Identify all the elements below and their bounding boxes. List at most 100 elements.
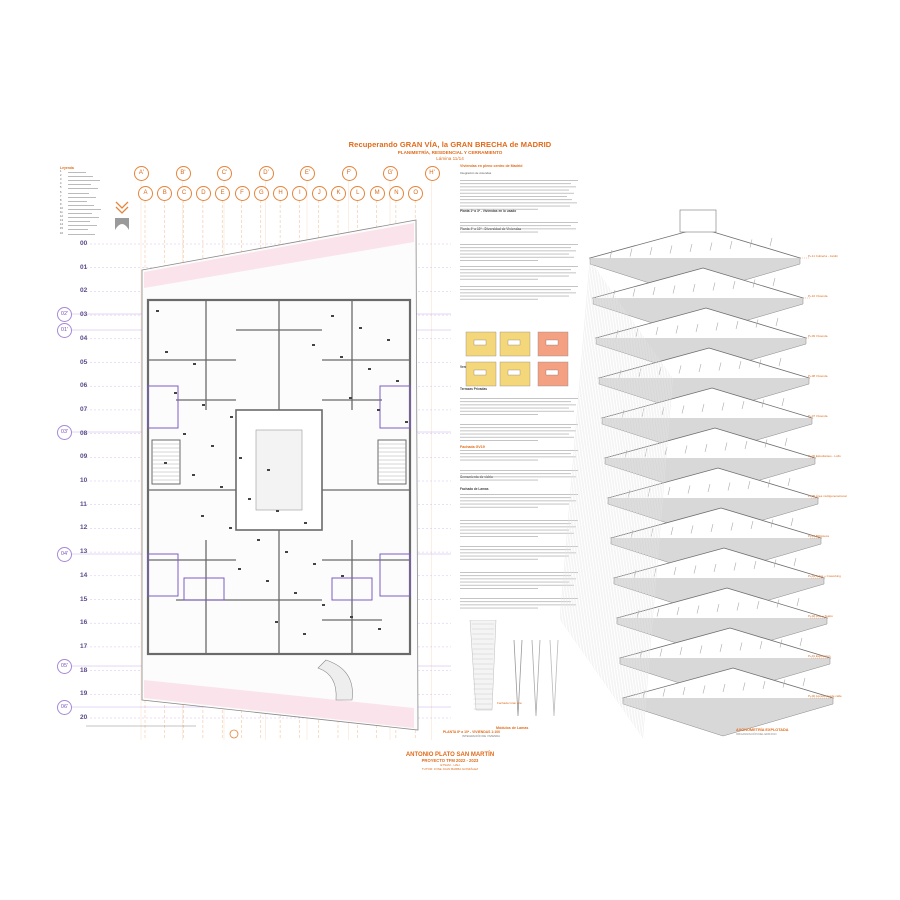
text-line — [460, 555, 569, 557]
furniture-mark — [405, 421, 408, 423]
facade-lattice — [613, 335, 644, 697]
axonometry-partition — [730, 522, 734, 531]
facade-lattice — [603, 321, 634, 683]
grid-bubble-row: 02' — [57, 307, 72, 322]
axonometry-partition — [790, 517, 794, 527]
facade-lattice — [592, 305, 623, 667]
grid-row-number: 12 — [80, 524, 88, 532]
furniture-mark — [257, 539, 260, 541]
north-arrow-icon — [115, 201, 129, 230]
facade-lattice — [621, 347, 652, 709]
axonometry-level-label: P+06 Estudiantes - Lofts — [808, 454, 841, 458]
facade-lattice — [636, 369, 668, 731]
legend-line — [68, 180, 100, 182]
legend-line — [68, 176, 93, 178]
axonometry-partition — [799, 637, 803, 647]
grid-bubble-column: J — [311, 186, 327, 201]
axonometry-partition — [655, 326, 659, 336]
axonometry-level-label: P+09 Vivienda — [808, 334, 828, 338]
furniture-mark — [164, 462, 167, 464]
text-line — [460, 427, 571, 429]
text-line — [460, 549, 571, 551]
text-line — [460, 430, 576, 432]
street-edge-bottom — [144, 680, 414, 728]
furniture-mark — [229, 527, 232, 529]
facade-lattice — [561, 261, 592, 623]
text-line — [460, 476, 576, 478]
grid-row-number: 17 — [80, 642, 88, 650]
furniture-mark — [359, 327, 362, 329]
legend-number: 7 — [60, 194, 62, 198]
grid-row-number: 16 — [80, 619, 88, 627]
grid-bubble-primed: H' — [424, 166, 440, 181]
legend-line — [68, 200, 87, 202]
axonometry-partition — [793, 557, 797, 567]
axonometry-partition — [721, 402, 725, 411]
grid-row-number: 11 — [80, 500, 87, 508]
axonometry-partition — [659, 648, 663, 657]
legend-item: 15 — [60, 227, 116, 231]
grid-row-number: 04 — [80, 334, 88, 342]
legend-item: 11 — [60, 211, 116, 215]
facade-lattice — [632, 363, 663, 725]
text-line — [460, 189, 569, 191]
facade-lattice — [568, 271, 599, 633]
axonometry-partition — [609, 249, 613, 259]
text-line — [460, 572, 578, 573]
axonometry-partition — [702, 685, 706, 694]
facade-lattice — [578, 285, 609, 647]
axonometry-subtitle: ORGANIZACIÓN DEL EDIFICIO — [736, 732, 777, 736]
furniture-mark — [276, 510, 279, 512]
tutor-name: TUTOR: JOSE JUAN BARBA GONZÁLEZ — [421, 767, 479, 771]
text-line — [460, 196, 567, 197]
text-line — [460, 186, 576, 188]
text-line — [460, 494, 578, 495]
legend-item: 13 — [60, 219, 116, 223]
facade-lattice — [634, 365, 665, 727]
axonometry-partition — [769, 237, 773, 247]
axonometry-partition — [690, 525, 694, 534]
text-line — [460, 272, 576, 274]
legend-number: 11 — [60, 211, 63, 215]
text-line — [460, 275, 569, 277]
description-subheading: Integración de viviendas — [460, 171, 492, 175]
legend-item: 7 — [60, 195, 116, 199]
text-line — [460, 202, 577, 204]
axonometry-partition — [681, 405, 685, 414]
sheet-title: Recuperando GRAN VÍA, la GRAN BRECHA de … — [348, 140, 552, 149]
facade-lattice — [635, 367, 666, 729]
legend-item: 3 — [60, 178, 116, 182]
axonometry-partition — [747, 480, 751, 490]
stair-core — [377, 439, 407, 485]
facade-lattice — [573, 279, 605, 641]
text-line — [460, 401, 571, 403]
facade-lattice — [631, 361, 662, 723]
axonometry-partition — [662, 688, 666, 697]
facade-elevation — [469, 620, 497, 711]
facade-lattice — [586, 297, 617, 659]
text-line — [460, 520, 578, 521]
text-line — [460, 286, 578, 287]
furniture-mark — [201, 515, 204, 517]
description-heading: Viviendas en pleno centro de Madrid — [460, 164, 523, 168]
legend-number: 4 — [60, 182, 62, 186]
author-block: ANTONIO PLATO SAN MARTÍN PROYECTO TFM 20… — [380, 752, 520, 771]
axonometry-partition — [739, 642, 743, 651]
furniture-mark — [239, 457, 242, 459]
legend-line — [68, 188, 98, 190]
legend-line — [68, 192, 89, 194]
plants-heading-1: Planta 1ª a 3ª - Viviendas en lo usado — [460, 209, 517, 213]
axonometry-partition — [612, 289, 616, 299]
legend-number: 12 — [60, 215, 63, 219]
grid-row-number: 09 — [80, 453, 88, 461]
sheet-number: Lámina 11/14 — [436, 156, 464, 161]
grid-bubble-primed: B' — [175, 166, 191, 181]
furniture-mark — [275, 621, 278, 623]
axonometry-partition — [716, 603, 720, 613]
axonometry-partition — [733, 562, 737, 571]
facade-lattice — [576, 283, 607, 645]
grid-bubble-row: 04' — [57, 547, 72, 562]
facade-lattice — [594, 309, 626, 671]
text-line — [460, 410, 574, 412]
axonometry-partition — [692, 283, 696, 293]
